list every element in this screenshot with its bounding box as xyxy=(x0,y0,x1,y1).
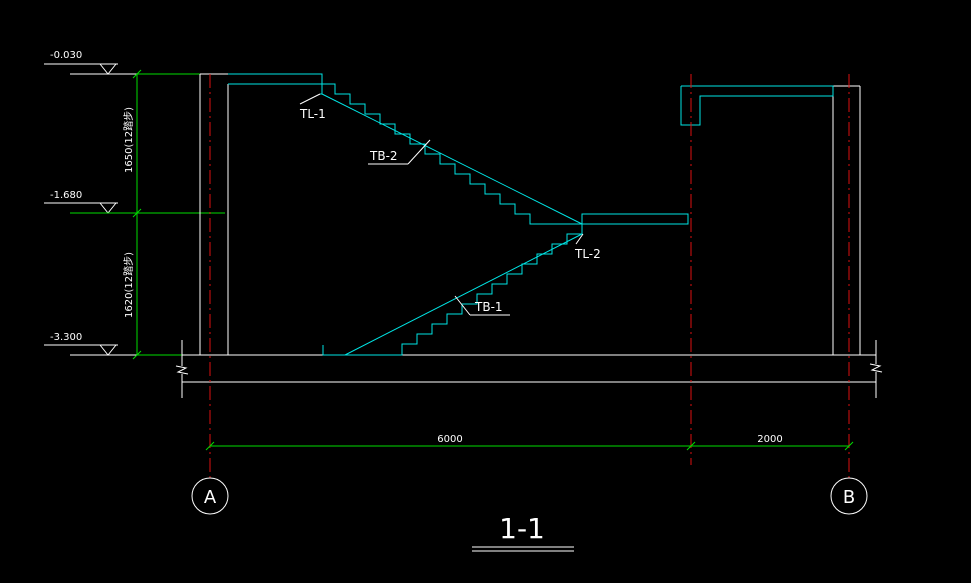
horizontal-dim-6000: 6000 xyxy=(437,434,462,445)
horizontal-dim-2000: 2000 xyxy=(757,434,782,445)
svg-text:TB-1: TB-1 xyxy=(474,300,503,314)
stair-landing-middle xyxy=(545,213,689,225)
grid-label-a: A xyxy=(204,487,217,508)
left-wall xyxy=(199,73,229,355)
label-tb1: TB-1 xyxy=(454,295,510,316)
grid-label-b: B xyxy=(843,487,855,508)
svg-text:TL-1: TL-1 xyxy=(299,107,326,121)
label-tl2: TL-2 xyxy=(574,233,601,261)
section-title-text: 1-1 xyxy=(499,512,545,545)
ground-line xyxy=(175,340,883,398)
elevation-label-middle: -1.680 xyxy=(50,190,82,201)
svg-text:TB-2: TB-2 xyxy=(369,149,398,163)
svg-text:TL-2: TL-2 xyxy=(574,247,601,261)
vertical-dim-lower: 1620(12踏步) xyxy=(122,252,135,318)
elevation-marker-middle: -1.680 xyxy=(44,190,225,214)
label-tb2: TB-2 xyxy=(368,139,431,165)
elevation-label-top: -0.030 xyxy=(50,50,82,61)
right-wall xyxy=(832,85,861,355)
elevation-label-bottom: -3.300 xyxy=(50,332,82,343)
stair-flight-tb2 xyxy=(228,73,583,225)
grid-bubble-a: A xyxy=(191,477,229,515)
right-upper-slab xyxy=(680,85,834,126)
grid-axis-lines xyxy=(209,74,850,480)
stair-flight-tb1 xyxy=(322,224,583,356)
vertical-dim-upper: 1650(12踏步) xyxy=(122,107,135,173)
horizontal-dimension-chain xyxy=(205,441,854,451)
grid-bubble-b: B xyxy=(830,477,868,515)
label-tl1: TL-1 xyxy=(299,93,326,121)
section-title: 1-1 xyxy=(472,512,574,552)
